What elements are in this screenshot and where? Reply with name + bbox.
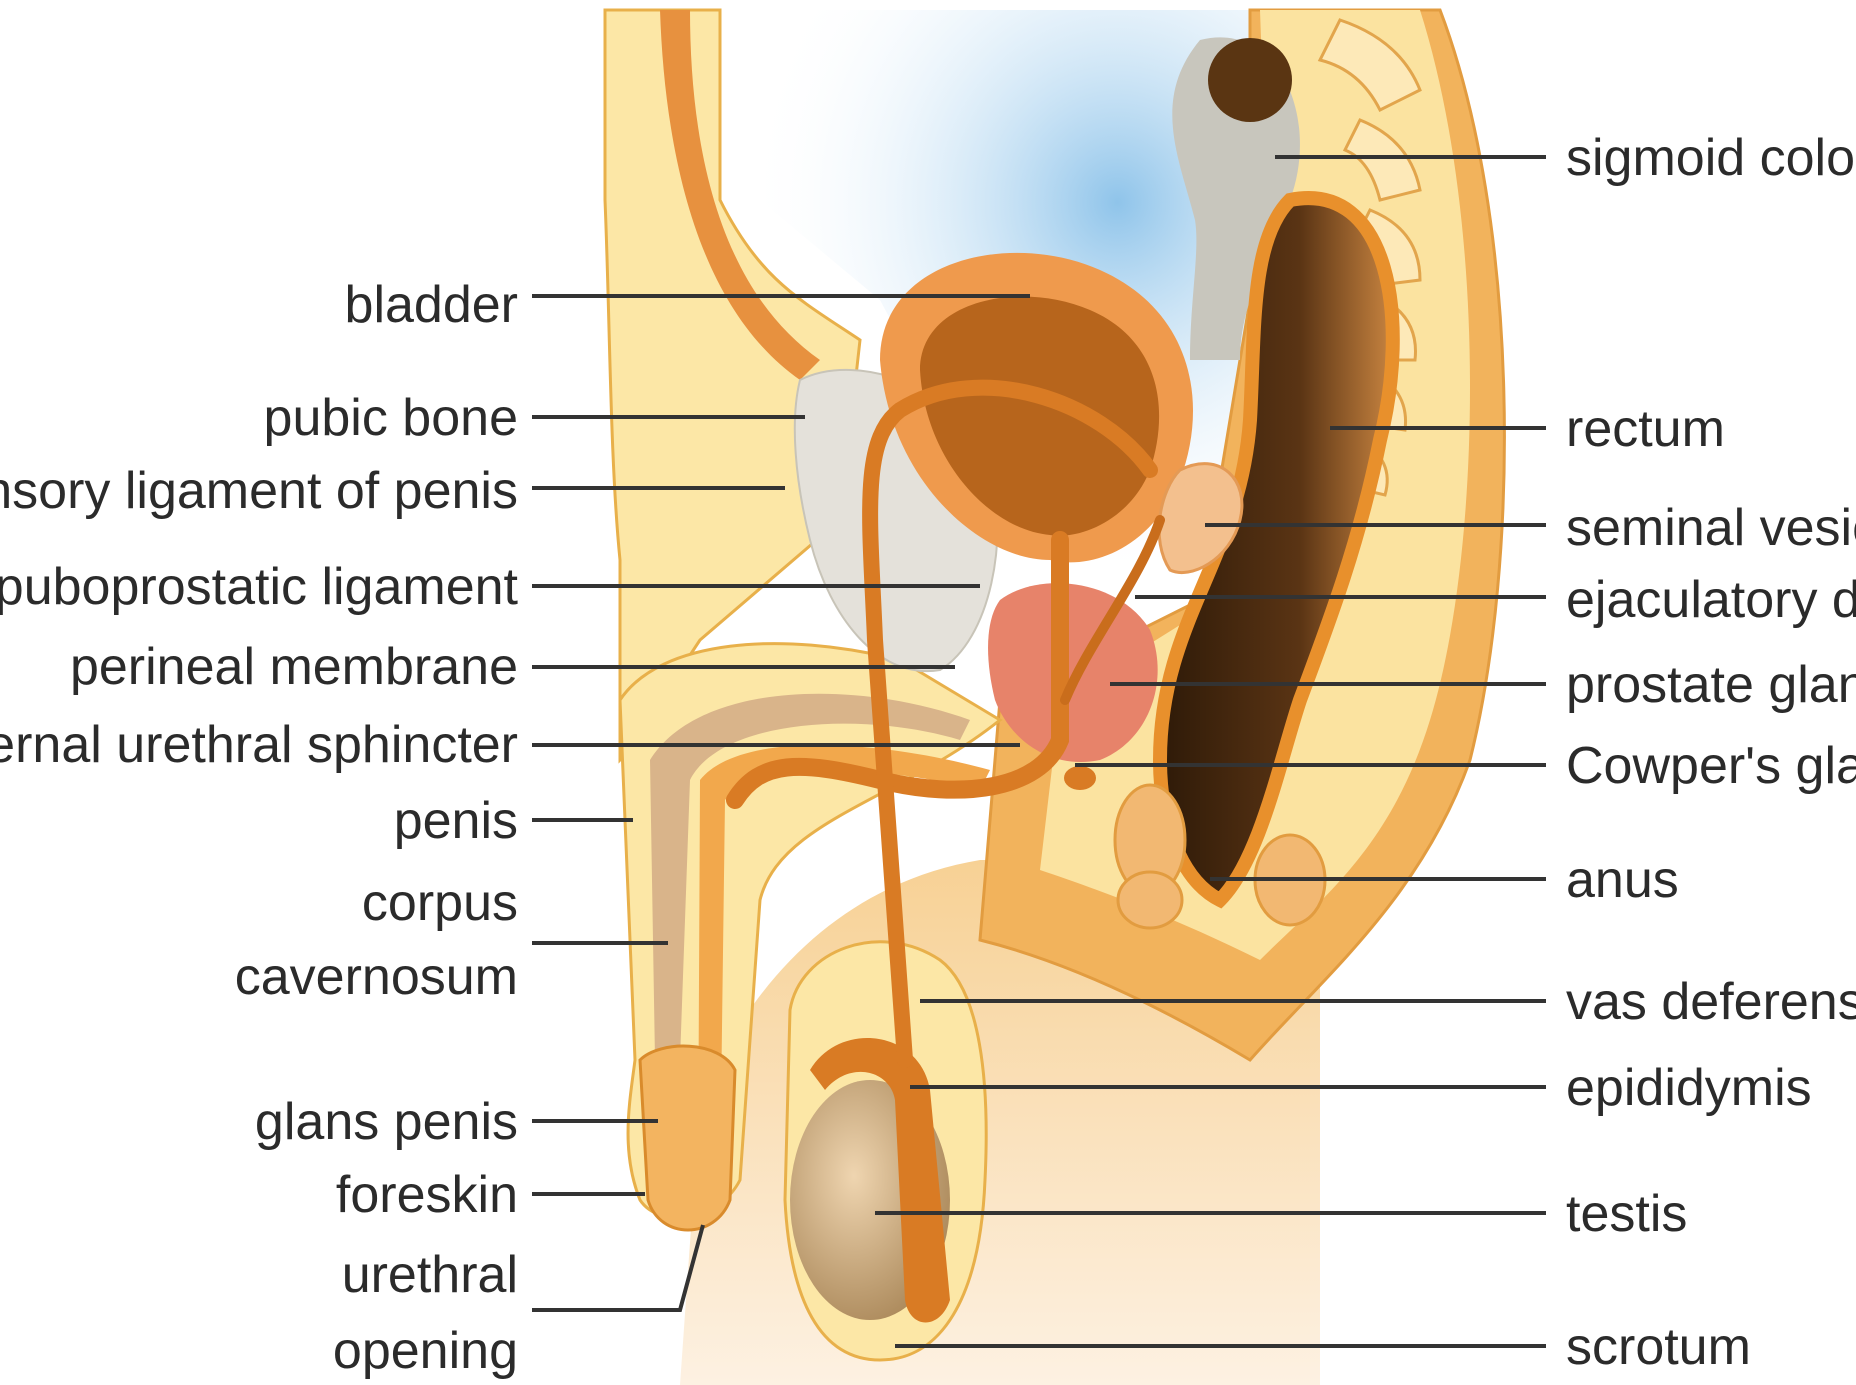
label-bladder: bladder <box>345 276 518 334</box>
label-suspensory-ligament: suspensory ligament of penis <box>0 462 518 520</box>
label-cavernosum: cavernosum <box>235 948 518 1006</box>
label-sigmoid-colon: sigmoid colon <box>1566 129 1856 187</box>
leader-urethral-opening <box>532 1225 703 1310</box>
cowpers-gland-shape <box>1064 766 1096 790</box>
label-ejaculatory-duct: ejaculatory duct <box>1566 571 1856 629</box>
label-glans-penis: glans penis <box>255 1093 518 1151</box>
label-scrotum: scrotum <box>1566 1318 1751 1376</box>
label-corpus: corpus <box>362 874 518 932</box>
label-cowpers-gland: Cowper's gland <box>1566 737 1856 795</box>
glans <box>640 1046 735 1230</box>
label-epididymis: epididymis <box>1566 1059 1812 1117</box>
label-testis: testis <box>1566 1185 1687 1243</box>
label-anus: anus <box>1566 851 1679 909</box>
left-labels: bladder pubic bone suspensory ligament o… <box>0 276 519 1380</box>
label-penis: penis <box>394 792 518 850</box>
label-external-urethral-sphincter: external urethral sphincter <box>0 716 518 774</box>
anatomy-illustration <box>605 10 1504 1385</box>
label-rectum: rectum <box>1566 400 1725 458</box>
label-urethral: urethral <box>342 1246 518 1304</box>
label-puboprostatic-ligament: puboprostatic ligament <box>0 558 519 616</box>
colon-lumen <box>1208 38 1292 122</box>
label-vas-deferens: vas deferens <box>1566 973 1856 1031</box>
label-perineal-membrane: perineal membrane <box>70 638 518 696</box>
label-opening: opening <box>333 1322 518 1380</box>
right-labels: sigmoid colon rectum seminal vesicle eja… <box>1566 129 1856 1376</box>
label-foreskin: foreskin <box>336 1166 518 1224</box>
label-prostate-gland: prostate gland <box>1566 656 1856 714</box>
label-seminal-vesicle: seminal vesicle <box>1566 499 1856 557</box>
label-pubic-bone: pubic bone <box>264 389 518 447</box>
